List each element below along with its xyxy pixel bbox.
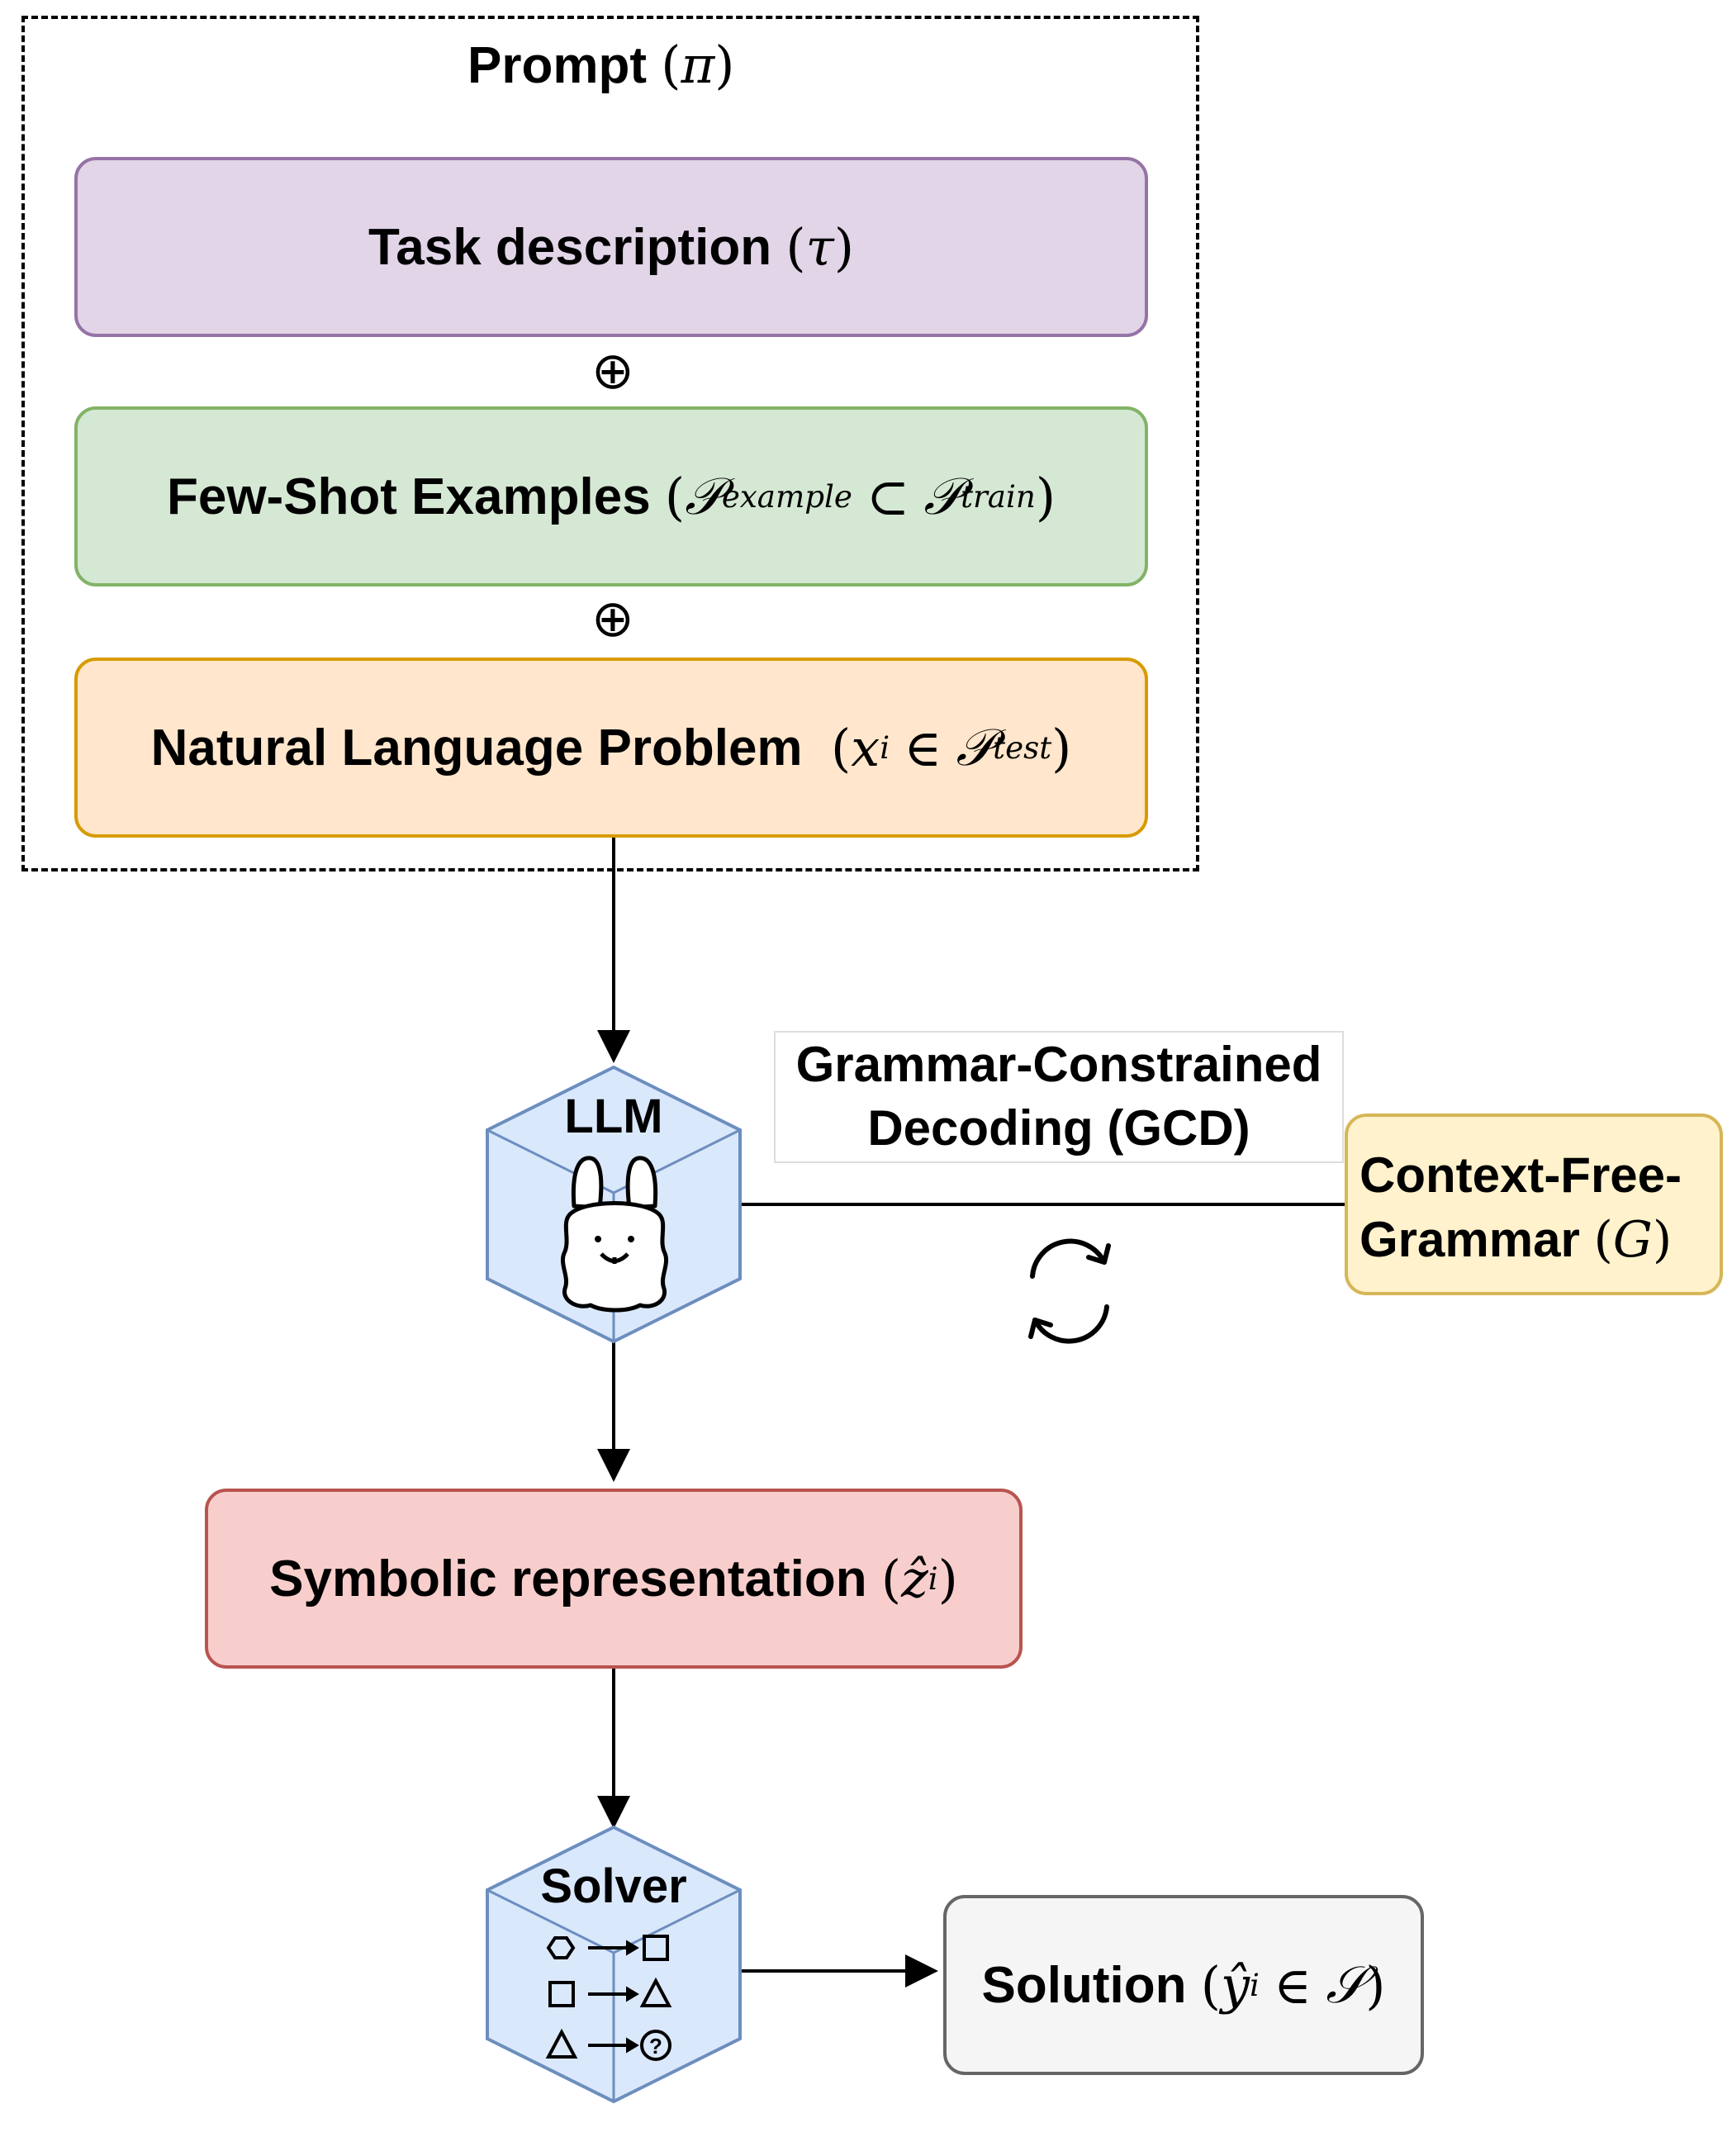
solver-label: Solver: [540, 1859, 687, 1913]
concat-operator-2: ⊕: [591, 588, 634, 648]
solution-in-symbol: ∈: [1274, 1954, 1312, 2016]
few-shot-sup-train: train: [961, 478, 1036, 515]
shape-rules-icon: ?: [545, 1935, 672, 2061]
prompt-frame: [21, 16, 1199, 871]
refresh-cycle-icon: [1028, 1238, 1111, 1344]
gcd-line-2: Decoding (GCD): [867, 1100, 1250, 1156]
solution-set-symbol: 𝒮: [1326, 1954, 1366, 2015]
solution-sub: i: [1249, 1967, 1260, 2003]
solution-y-symbol: ŷ: [1220, 1954, 1250, 2016]
few-shot-label: Few-Shot Examples: [166, 468, 651, 525]
test-set-symbol: 𝒫: [956, 717, 994, 777]
problem-x-symbol: x: [851, 717, 880, 778]
symbolic-sub: i: [928, 1560, 938, 1597]
symbolic-label: Symbolic representation: [269, 1550, 867, 1608]
prompt-symbol: π: [681, 35, 715, 95]
gcd-line-1: Grammar-Constrained: [795, 1037, 1322, 1092]
element-of-symbol: ∈: [904, 717, 942, 778]
grammar-symbol: G: [1612, 1211, 1653, 1269]
task-symbol: τ: [805, 216, 834, 278]
context-free-grammar-box: Context-Free- Grammar (G): [1345, 1114, 1723, 1295]
cfg-line-2: Grammar (G): [1360, 1211, 1673, 1269]
prompt-title-label: Prompt: [467, 37, 647, 94]
cfg-line-1: Context-Free-: [1360, 1147, 1682, 1203]
solver-hexagon: [486, 1825, 742, 2104]
svg-text:?: ?: [649, 2034, 662, 2059]
llm-label: LLM: [564, 1090, 663, 1143]
task-description-label: Task description: [368, 218, 772, 276]
few-shot-set-symbol: 𝒫: [685, 466, 722, 526]
few-shot-sup-example: example: [721, 478, 852, 515]
subset-symbol: ⊂: [866, 466, 910, 527]
problem-sub: i: [880, 729, 890, 766]
cfg-line-2-label: Grammar: [1360, 1212, 1580, 1267]
llama-icon: [560, 1156, 669, 1313]
concat-operator-1: ⊕: [591, 340, 634, 401]
problem-label: Natural Language Problem: [150, 719, 803, 776]
prompt-title: Prompt (π): [467, 35, 735, 95]
gcd-label-box: Grammar-Constrained Decoding (GCD): [774, 1031, 1344, 1163]
task-description-box: Task description (τ): [74, 157, 1148, 337]
symbolic-z-symbol: ẑ: [901, 1548, 928, 1609]
problem-sup-test: test: [993, 729, 1052, 766]
train-set-symbol: 𝒫: [923, 466, 961, 526]
solution-label: Solution: [981, 1956, 1187, 2014]
